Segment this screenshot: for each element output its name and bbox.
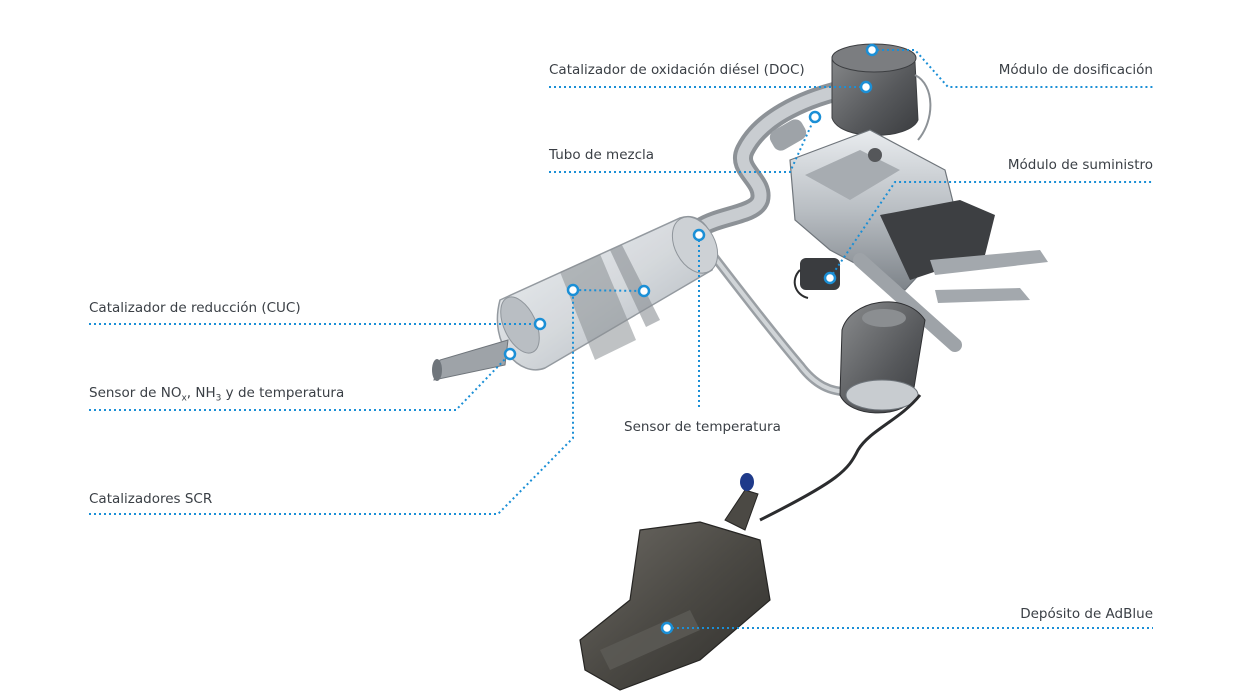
- doc-catalyst-shape: [831, 43, 932, 141]
- tailpipe-shape: [432, 339, 509, 381]
- leader-line-scr: [89, 288, 645, 515]
- label-nox-sub-x: x: [181, 393, 187, 404]
- scr-catalyst-canister: [496, 215, 719, 371]
- label-nox-sensor: Sensor de NOx, NH3 y de temperatura: [89, 385, 345, 404]
- label-nox-mid: , NH: [186, 385, 216, 401]
- label-nox-sub-3: 3: [215, 393, 222, 404]
- ring-dot-icon: [503, 347, 517, 361]
- leader-line-dosing: [872, 49, 1153, 88]
- ring-dot-icon: [566, 283, 580, 297]
- ring-dot-icon: [865, 43, 879, 57]
- label-cuc: Catalizador de reducción (CUC): [89, 300, 301, 316]
- callout-markers: [503, 43, 879, 635]
- leader-lines: [89, 49, 1153, 629]
- leader-line-supply: [829, 181, 1153, 279]
- leader-line-nox: [89, 353, 511, 411]
- ring-dot-icon: [533, 317, 547, 331]
- adblue-tank-shape: [579, 473, 771, 691]
- label-nox-prefix: Sensor de NO: [89, 385, 182, 401]
- label-mixing-pipe: Tubo de mezcla: [549, 147, 655, 163]
- ring-dot-icon: [660, 621, 674, 635]
- ring-dot-icon: [692, 228, 706, 242]
- adblue-line-shape: [759, 394, 922, 522]
- label-doc: Catalizador de oxidación diésel (DOC): [549, 62, 805, 78]
- label-scr: Catalizadores SCR: [89, 491, 213, 507]
- lower-canister-shape: [839, 301, 926, 414]
- label-dosing-module: Módulo de dosificación: [998, 62, 1153, 78]
- label-adblue-tank: Depósito de AdBlue: [1020, 606, 1153, 622]
- ring-dot-icon: [808, 110, 822, 124]
- leader-line-mixing: [549, 116, 816, 173]
- ring-dot-icon: [859, 80, 873, 94]
- connecting-pipe-shape: [700, 240, 855, 397]
- label-temp-sensor: Sensor de temperatura: [624, 419, 781, 435]
- ring-dot-icon: [823, 271, 837, 285]
- label-supply-module: Módulo de suministro: [1007, 157, 1153, 173]
- label-nox-suffix: y de temperatura: [221, 385, 345, 401]
- mixing-pipe-shape: [690, 80, 852, 238]
- ring-dot-icon: [637, 284, 651, 298]
